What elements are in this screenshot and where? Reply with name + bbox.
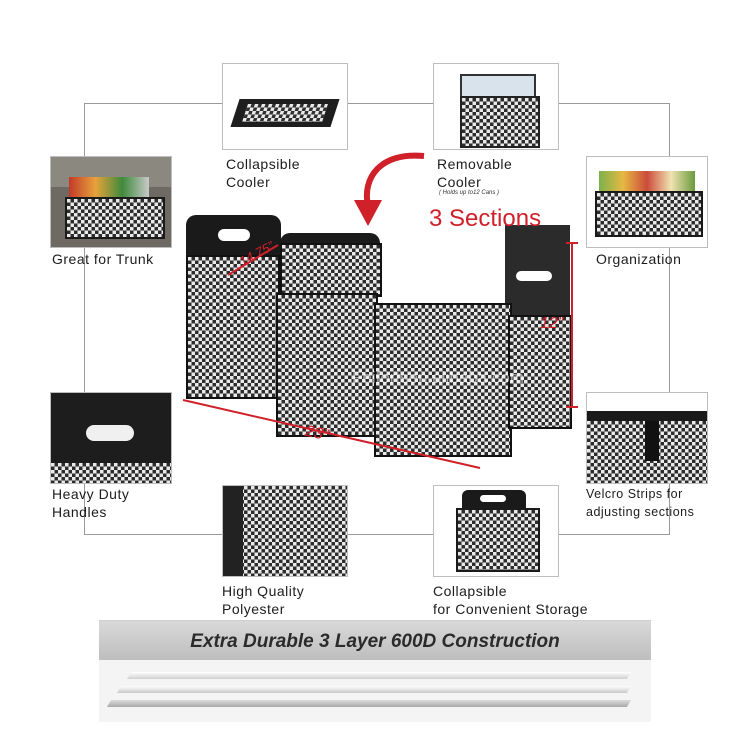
velcro-strips-label: Velcro Strips for adjusting sections — [586, 487, 695, 519]
great-for-trunk-label: Great for Trunk — [52, 251, 154, 267]
removable-cooler-label: Removable Cooler — [437, 156, 513, 190]
velcro-strips-image — [586, 392, 708, 484]
collapsible-storage-label: Collapsible for Convenient Storage — [433, 583, 588, 617]
height-dimension: 12” — [540, 315, 564, 332]
removable-cooler-note: ( Holds up to12 Cans ) — [439, 190, 500, 196]
watermark-text: Feifortsen.alibaba.com — [352, 368, 524, 387]
high-quality-polyester-label: High Quality Polyester — [222, 583, 305, 617]
collapsible-cooler-image — [222, 63, 348, 150]
high-quality-polyester-image — [222, 485, 348, 577]
organization-image — [586, 156, 708, 248]
collapsible-cooler-label: Collapsible Cooler — [226, 156, 300, 190]
heavy-duty-handles-image — [50, 392, 172, 484]
top-connector-frame — [84, 103, 670, 535]
red-arrow-icon — [354, 152, 425, 226]
construction-banner: Extra Durable 3 Layer 600D Construction — [99, 620, 651, 661]
collapsible-storage-image — [433, 485, 559, 577]
banner-title: Extra Durable 3 Layer 600D Construction — [190, 631, 560, 652]
sections-label: 3 Sections — [429, 205, 542, 232]
organization-label: Organization — [596, 251, 682, 267]
trunk-organizer-product — [180, 205, 572, 457]
great-for-trunk-image — [50, 156, 172, 248]
removable-cooler-image — [433, 63, 559, 150]
material-layers-illustration — [99, 660, 651, 722]
heavy-duty-handles-label: Heavy Duty Handles — [52, 486, 130, 520]
